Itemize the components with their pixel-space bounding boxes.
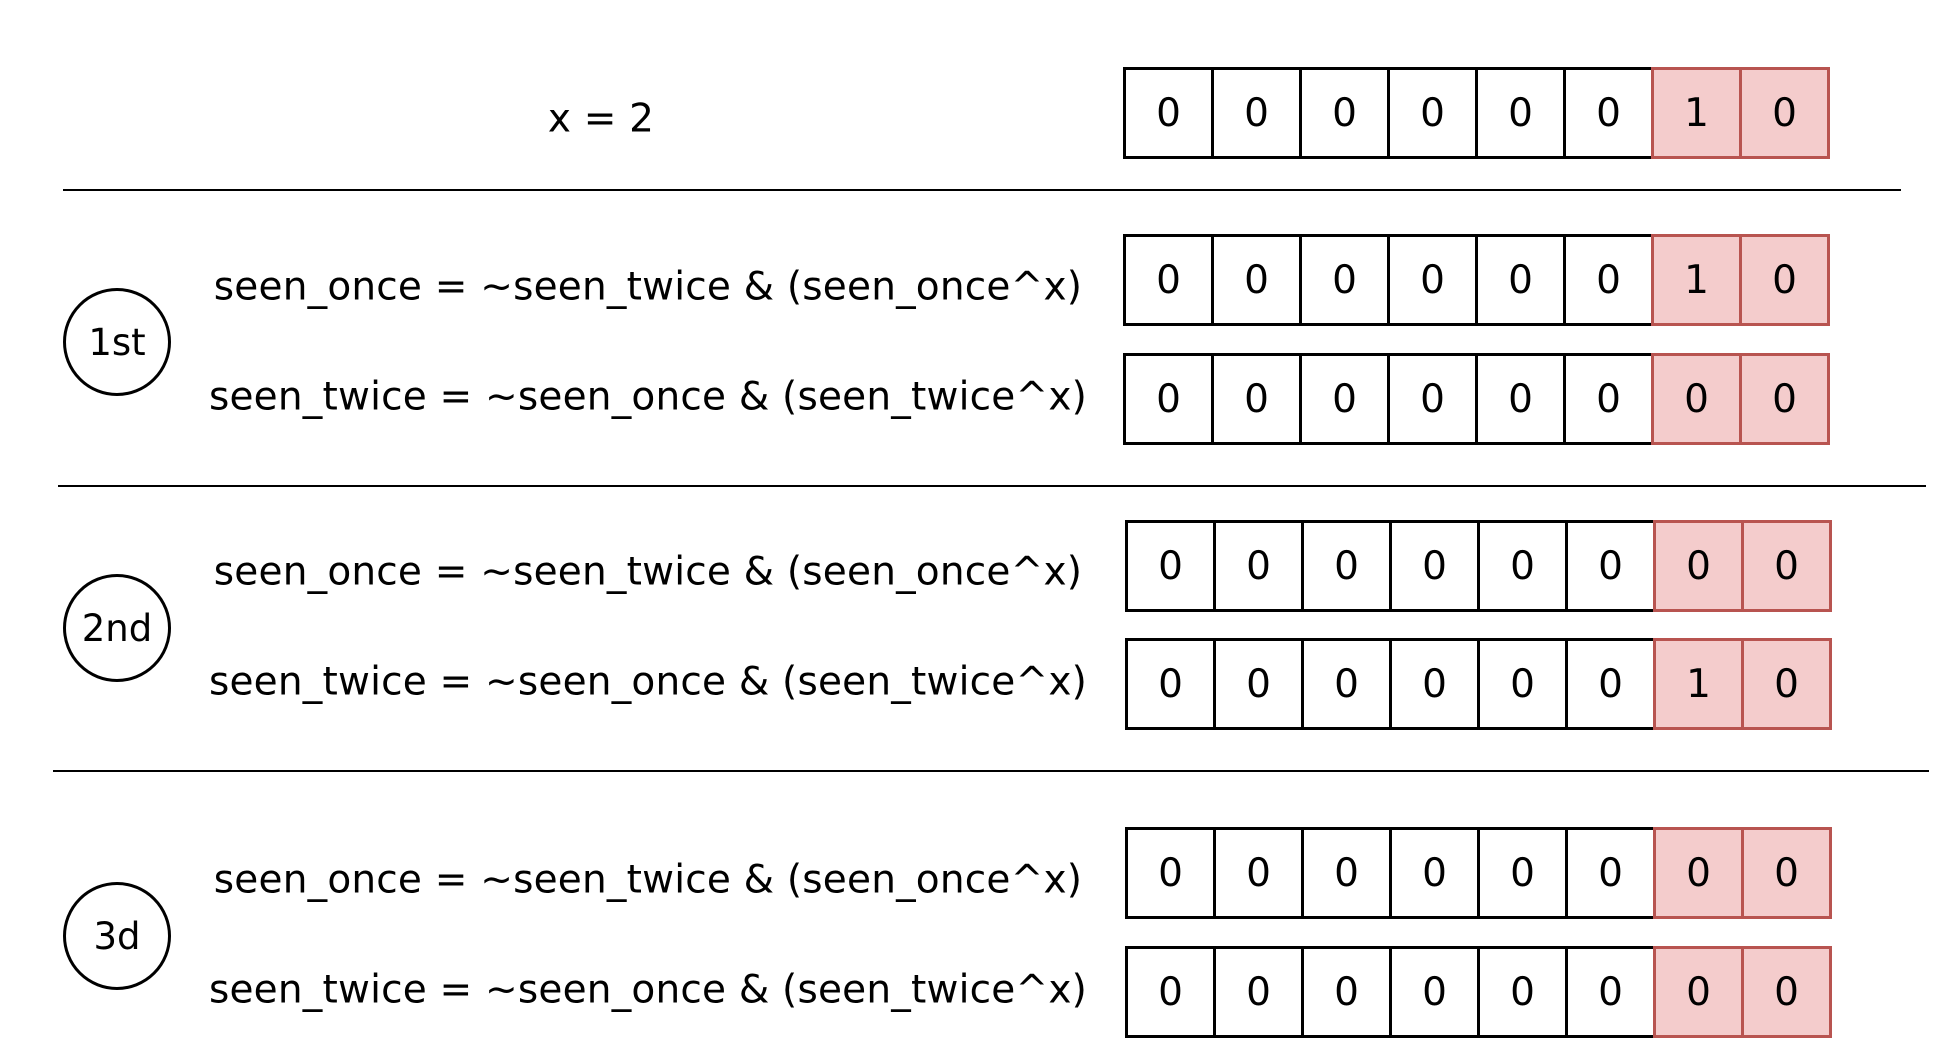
step-1-seen-once-formula: seen_once = ~seen_twice & (seen_once^x): [213, 264, 1083, 310]
bit-cell: 0: [1565, 946, 1656, 1038]
bit-cell: 0: [1477, 520, 1568, 612]
bit-cell: 0: [1477, 946, 1568, 1038]
x-bit-3: 0: [1475, 67, 1566, 159]
step-1-seen-twice-formula: seen_twice = ~seen_once & (seen_twice^x): [208, 374, 1088, 420]
bit-cell: 0: [1389, 827, 1480, 919]
bit-cell-highlighted: 0: [1651, 353, 1742, 445]
bit-cell: 0: [1301, 520, 1392, 612]
step-3-badge: 3d: [63, 882, 171, 990]
bit-cell: 0: [1563, 353, 1654, 445]
x-bit-2: 0: [1563, 67, 1654, 159]
bit-cell: 0: [1125, 520, 1216, 612]
bit-cell-highlighted: 1: [1651, 234, 1742, 326]
bit-cell: 0: [1389, 638, 1480, 730]
bit-cell: 0: [1213, 520, 1304, 612]
step-2-seen-once-formula: seen_once = ~seen_twice & (seen_once^x): [213, 549, 1083, 595]
step-1-badge: 1st: [63, 288, 171, 396]
bit-cell-highlighted: 1: [1653, 638, 1744, 730]
bit-cell: 0: [1125, 946, 1216, 1038]
bit-cell-highlighted: 0: [1739, 353, 1830, 445]
bit-cell: 0: [1565, 827, 1656, 919]
step-2-badge: 2nd: [63, 574, 171, 682]
bit-cell-highlighted: 0: [1741, 827, 1832, 919]
bit-cell-highlighted: 0: [1653, 827, 1744, 919]
bit-cell: 0: [1475, 353, 1566, 445]
bit-cell: 0: [1123, 353, 1214, 445]
bit-cell: 0: [1301, 946, 1392, 1038]
step-1-seen-once-bits: 0 0 0 0 0 0 1 0: [1123, 234, 1830, 326]
bit-cell: 0: [1299, 353, 1390, 445]
bit-cell-highlighted: 0: [1741, 946, 1832, 1038]
bit-cell-highlighted: 0: [1741, 638, 1832, 730]
bit-cell: 0: [1125, 827, 1216, 919]
step-3-seen-once-formula: seen_once = ~seen_twice & (seen_once^x): [213, 857, 1083, 903]
x-bit-1: 1: [1651, 67, 1742, 159]
bit-cell: 0: [1123, 234, 1214, 326]
bit-cell: 0: [1475, 234, 1566, 326]
bit-cell: 0: [1477, 827, 1568, 919]
x-bit-6: 0: [1211, 67, 1302, 159]
divider-2: [58, 485, 1926, 487]
x-value-label: x = 2: [547, 96, 655, 142]
bit-cell: 0: [1211, 234, 1302, 326]
bit-cell-highlighted: 0: [1739, 234, 1830, 326]
x-bit-4: 0: [1387, 67, 1478, 159]
bit-cell: 0: [1211, 353, 1302, 445]
bit-cell: 0: [1213, 638, 1304, 730]
step-2-seen-twice-bits: 0 0 0 0 0 0 1 0: [1125, 638, 1832, 730]
bit-cell: 0: [1565, 520, 1656, 612]
step-2-seen-twice-formula: seen_twice = ~seen_once & (seen_twice^x): [208, 659, 1088, 705]
bit-cell: 0: [1213, 946, 1304, 1038]
bit-cell: 0: [1563, 234, 1654, 326]
bit-cell: 0: [1125, 638, 1216, 730]
step-2-seen-once-bits: 0 0 0 0 0 0 0 0: [1125, 520, 1832, 612]
step-1-seen-twice-bits: 0 0 0 0 0 0 0 0: [1123, 353, 1830, 445]
bit-cell: 0: [1389, 946, 1480, 1038]
step-3-seen-twice-bits: 0 0 0 0 0 0 0 0: [1125, 946, 1832, 1038]
divider-3: [53, 770, 1929, 772]
bit-cell: 0: [1301, 638, 1392, 730]
x-bit-row: 0 0 0 0 0 0 1 0: [1123, 67, 1830, 159]
x-bit-0: 0: [1739, 67, 1830, 159]
bit-cell: 0: [1301, 827, 1392, 919]
bit-cell: 0: [1387, 234, 1478, 326]
bit-cell-highlighted: 0: [1653, 520, 1744, 612]
divider-1: [63, 189, 1901, 191]
x-bit-7: 0: [1123, 67, 1214, 159]
bit-cell-highlighted: 0: [1741, 520, 1832, 612]
bit-cell: 0: [1299, 234, 1390, 326]
bit-cell: 0: [1477, 638, 1568, 730]
bit-cell: 0: [1389, 520, 1480, 612]
bit-cell: 0: [1387, 353, 1478, 445]
step-3-seen-once-bits: 0 0 0 0 0 0 0 0: [1125, 827, 1832, 919]
step-3-seen-twice-formula: seen_twice = ~seen_once & (seen_twice^x): [208, 967, 1088, 1013]
x-bit-5: 0: [1299, 67, 1390, 159]
bit-cell: 0: [1213, 827, 1304, 919]
bit-cell: 0: [1565, 638, 1656, 730]
bit-cell-highlighted: 0: [1653, 946, 1744, 1038]
